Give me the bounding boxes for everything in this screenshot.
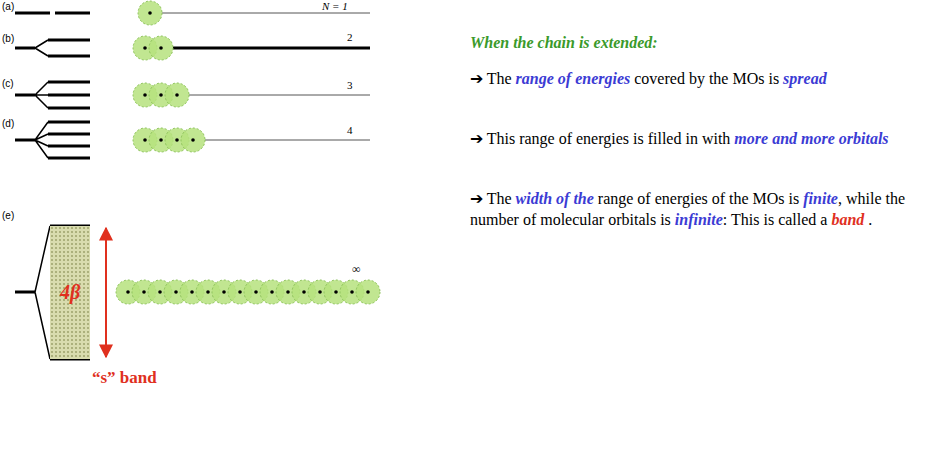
emphasis-text: infinite [675,211,723,228]
body-text: ➔ The [470,190,512,207]
chain-axes [162,13,370,140]
emphasis-text: range of energies [516,70,631,87]
atom-orbital [356,280,380,304]
nucleus-dot [148,11,152,15]
energy-levels [15,13,90,359]
nucleus-dot [175,138,179,142]
nucleus-dot [350,290,354,294]
panel-letter: (a) [2,1,14,12]
emphasis-text: width of the [516,190,594,207]
nucleus-dot [143,93,147,97]
atom-count: 3 [345,79,355,91]
nucleus-dot [159,93,163,97]
atom-count: N = 1 [320,0,350,12]
nucleus-dot [318,290,322,294]
atom-orbital [181,128,205,152]
nucleus-dot [254,290,258,294]
nucleus-dot [302,290,306,294]
body-text: ➔ This range of energies is filled in wi… [470,130,730,147]
body-text: : This is called a [723,211,828,228]
band-width-label: 4β [60,281,80,304]
emphasis-text: band [831,211,864,228]
nucleus-dot [142,290,146,294]
atom-orbital [138,1,162,25]
text-paragraph: ➔ The width of the range of energies of … [470,188,910,230]
nucleus-dot [190,290,194,294]
atom-chains [116,1,380,304]
nucleus-dot [222,290,226,294]
atom-count: 4 [345,124,355,136]
panel-letter: (e) [2,210,14,221]
panel-letter: (c) [2,78,14,89]
body-text: . [868,211,872,228]
atom-count: ∞ [352,262,361,277]
emphasis-text: more and more orbitals [734,130,888,147]
nucleus-dot [143,46,147,50]
nucleus-dot [366,290,370,294]
panel-letter: (d) [2,118,14,129]
body-text: range of energies of the MOs is [598,190,799,207]
nucleus-dot [159,138,163,142]
nucleus-dot [143,138,147,142]
band-name: “s” band [92,368,157,388]
body-text: covered by the MOs is [634,70,779,87]
nucleus-dot [286,290,290,294]
emphasis-text: When the chain is extended: [470,34,658,51]
nucleus-dot [158,290,162,294]
nucleus-dot [175,93,179,97]
nucleus-dot [206,290,210,294]
nucleus-dot [238,290,242,294]
emphasis-text: spread [783,70,827,87]
nucleus-dot [174,290,178,294]
atom-orbital [165,83,189,107]
band-width-arrow [105,228,107,357]
emphasis-text: finite [803,190,838,207]
panel-letter: (b) [2,33,14,44]
nucleus-dot [159,46,163,50]
nucleus-dot [334,290,338,294]
body-text: ➔ The [470,70,512,87]
nucleus-dot [126,290,130,294]
nucleus-dot [270,290,274,294]
atom-count: 2 [345,31,355,43]
band-box: 4β [50,226,90,359]
atom-orbital [149,36,173,60]
text-paragraph: When the chain is extended: [470,32,910,53]
nucleus-dot [191,138,195,142]
text-paragraph: ➔ This range of energies is filled in wi… [470,128,910,149]
text-paragraph: ➔ The range of energies covered by the M… [470,68,910,89]
